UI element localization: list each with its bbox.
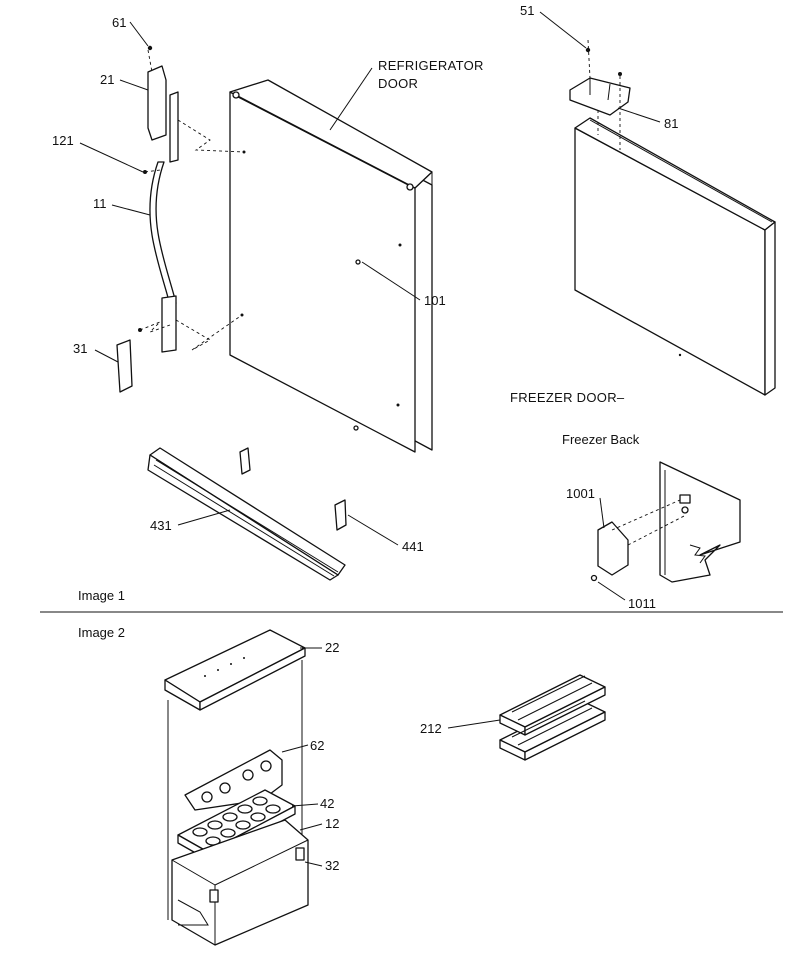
callout-42: 42 (320, 796, 334, 811)
callout-32: 32 (325, 858, 339, 873)
callout-1001: 1001 (566, 486, 595, 501)
callout-61: 61 (112, 15, 126, 30)
caption-refrigerator-door-line2: DOOR (378, 76, 418, 91)
door-shelf-22 (164, 629, 306, 711)
caption-freezer-back: Freezer Back (562, 432, 640, 447)
caption-refrigerator-door-line1: REFRIGERATOR (378, 58, 484, 73)
image2-leaders (281, 647, 501, 867)
callout-12: 12 (325, 816, 339, 831)
callout-22: 22 (325, 640, 339, 655)
callout-11: 11 (93, 196, 107, 211)
caption-image1: Image 1 (78, 588, 125, 603)
callout-212: 212 (420, 721, 442, 736)
ice-trays-212 (499, 674, 606, 761)
callout-101: 101 (424, 293, 446, 308)
callout-441: 441 (402, 539, 424, 554)
callout-1011: 1011 (628, 596, 656, 611)
caption-freezer-door: FREEZER DOOR– (510, 390, 625, 405)
trim-clip-top (239, 447, 251, 475)
freezer-back-panel (659, 461, 741, 583)
callout-31: 31 (73, 341, 87, 356)
refrigerator-door (229, 79, 433, 453)
refrigerator-door-front-panel (229, 91, 416, 453)
freezer-door (569, 39, 776, 396)
door-bin-body (171, 819, 309, 946)
door-handle (149, 161, 177, 306)
bottom-trim-assembly (147, 447, 347, 581)
callout-62: 62 (310, 738, 324, 753)
freezer-back-assembly (590, 461, 741, 583)
trim-clip-right (334, 499, 347, 531)
freezer-back-bracket (597, 521, 629, 576)
callout-121: 121 (52, 133, 74, 148)
handle-end-cap-bottom (116, 339, 133, 393)
image1-leaders (79, 11, 661, 601)
door-handle-assembly (116, 45, 245, 393)
callout-431: 431 (150, 518, 172, 533)
handle-end-cap-top (147, 65, 167, 141)
handle-bracket-top (169, 91, 179, 163)
caption-image2: Image 2 (78, 625, 125, 640)
handle-bracket-bottom (161, 295, 177, 353)
door-bin (171, 819, 309, 946)
callout-21: 21 (100, 72, 114, 87)
callout-81: 81 (664, 116, 678, 131)
callout-51: 51 (520, 3, 534, 18)
